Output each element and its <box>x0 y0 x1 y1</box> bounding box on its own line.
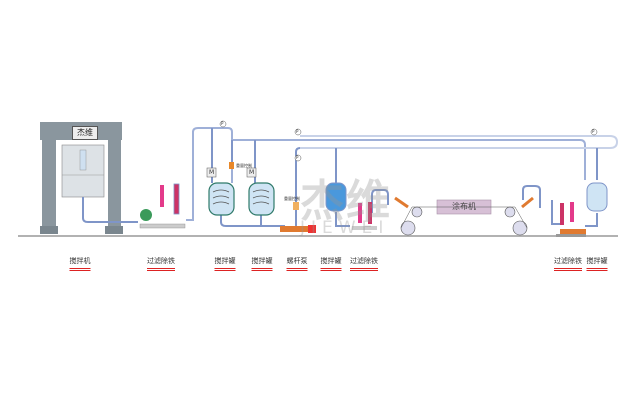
label-tank-1: 搅拌罐 <box>214 256 236 271</box>
gauge-label-1: P <box>221 121 224 126</box>
coater <box>394 196 534 236</box>
label-screw-pump: 螺杆泵 <box>286 256 308 271</box>
weight-control-2 <box>293 202 299 210</box>
label-tank-2: 搅拌罐 <box>251 256 273 271</box>
stirring-tank-1 <box>206 167 235 216</box>
label-filter-3: 过滤除铁 <box>554 256 582 271</box>
gauge-label-2: P <box>296 129 299 134</box>
weight-control-label-2: 重量控制 <box>284 196 300 201</box>
filter-3 <box>560 202 574 225</box>
pressure-gauges <box>219 120 598 162</box>
label-tank-4: 搅拌罐 <box>586 256 608 271</box>
watermark-en: JIEWEI <box>300 218 390 238</box>
stirring-tank-4 <box>586 182 608 212</box>
pipes <box>82 127 619 227</box>
coater-label: 涂布机 <box>452 202 476 211</box>
watermark-cn: 杰维 <box>300 176 392 227</box>
label-mixer: 搅拌机 <box>69 256 91 271</box>
motor-label-1: M <box>209 169 215 176</box>
stirring-tank-2 <box>246 167 275 216</box>
screw-pump-1 <box>280 225 316 233</box>
screw-pump-2 <box>556 229 586 237</box>
motor-label-2: M <box>249 169 255 176</box>
label-tank-3: 搅拌罐 <box>320 256 342 271</box>
pump-filter-unit <box>139 183 186 229</box>
stirring-tank-3 <box>325 182 347 212</box>
label-filter-2: 过滤除铁 <box>350 256 378 271</box>
filter-2 <box>352 202 377 230</box>
machine-label: 杰维 <box>72 126 98 140</box>
gauge-label-4: P <box>592 129 595 134</box>
weight-control-1 <box>229 162 234 169</box>
label-filter-1: 过滤除铁 <box>147 256 175 271</box>
weight-control-label-1: 重量控制 <box>236 163 252 168</box>
gauge-label-3: P <box>296 155 299 160</box>
